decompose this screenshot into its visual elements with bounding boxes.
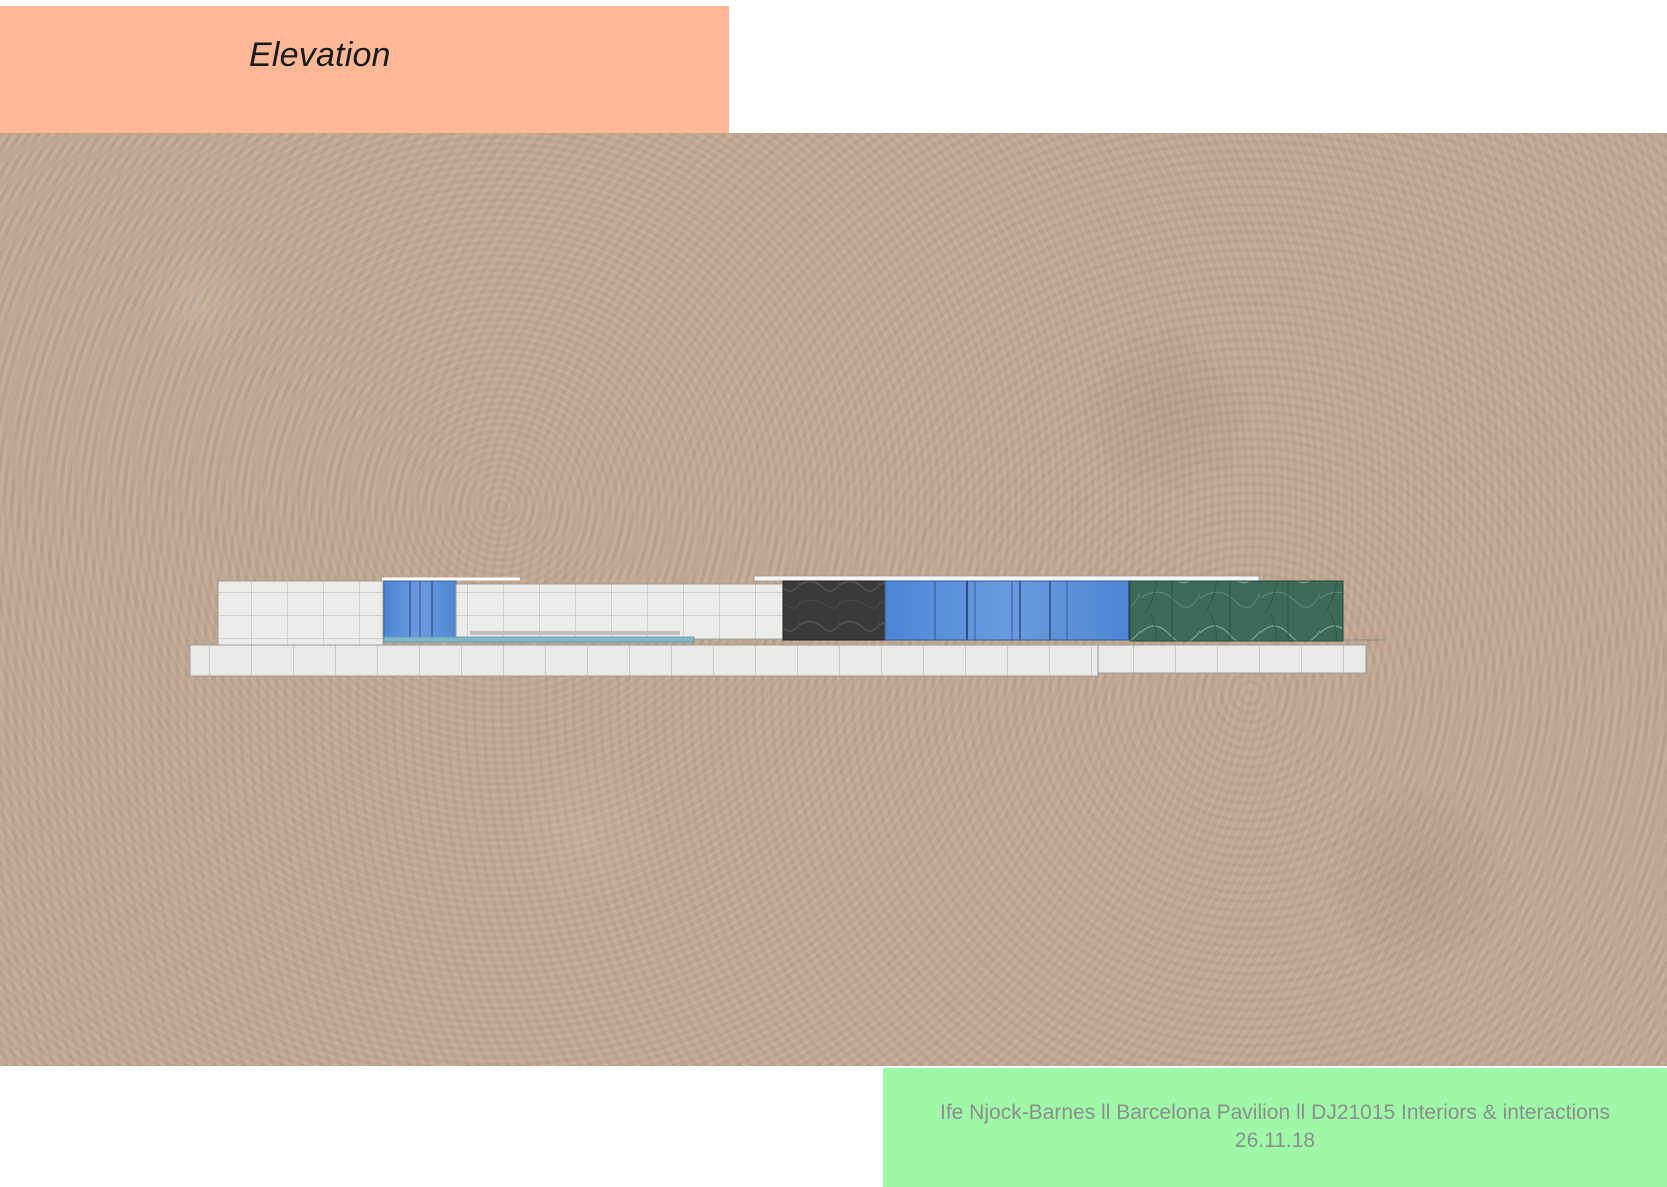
- middle-wall: [455, 583, 784, 640]
- green-marble-wall: [1129, 580, 1344, 642]
- footer-box: Ife Njock-Barnes ll Barcelona Pavilion l…: [883, 1068, 1667, 1187]
- podium-base: [189, 639, 1385, 677]
- pavilion-elevation-drawing: [189, 575, 1385, 677]
- title-box: Elevation: [0, 6, 729, 133]
- reflecting-pool: [383, 636, 695, 643]
- left-travertine-wall: [217, 580, 384, 646]
- slide-title: Elevation: [249, 36, 391, 74]
- footer-credit: Ife Njock-Barnes ll Barcelona Pavilion l…: [940, 1101, 1610, 1124]
- dark-marble-wall: [782, 580, 886, 641]
- footer-date: 26.11.18: [1234, 1129, 1316, 1152]
- pavilion-roof: [753, 575, 1260, 582]
- main-glazing: [884, 580, 1131, 641]
- elevation-canvas: [0, 133, 1667, 1066]
